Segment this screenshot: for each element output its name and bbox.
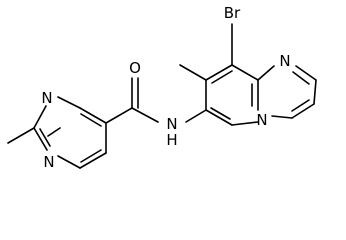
bond-nh-ring — [185, 109, 207, 123]
bond-pyr-methyl — [7, 127, 35, 144]
pyrimidine-nitrogen-upper-label: N — [41, 89, 52, 107]
bond-pyr-c1-n1 — [57, 96, 81, 109]
bond-pyr-c4-c5 — [79, 152, 107, 169]
bond-pyr-n3-c4 — [57, 155, 81, 169]
bond-pyr-c4-c5-double — [80, 149, 102, 163]
imidazole-ring — [257, 65, 317, 119]
bond-pyr-c6-c1-double — [80, 113, 102, 127]
bond-imid-c3-c3a — [291, 103, 315, 119]
bond-pyd-c7-c8-double — [211, 70, 233, 84]
bond-pyd-n4-c5 — [231, 121, 259, 126]
bond-imid-c3a-n4 — [271, 115, 293, 119]
bond-c7-methyl — [179, 64, 207, 81]
bond-pyr-c2-n3-double — [39, 128, 51, 147]
carbonyl-oxygen-label: O — [129, 59, 141, 77]
bond-pyr-c2-n3b — [33, 127, 48, 151]
bond-imid-n1-c2 — [295, 65, 317, 81]
bromine-label: Br — [224, 4, 241, 22]
imidazole-nitrogen-label: N — [279, 52, 290, 70]
pyrimidine-nitrogen-lower-label: N — [43, 153, 54, 171]
bond-imid-n1-c2-double — [292, 71, 310, 85]
bridgehead-nitrogen-label: N — [256, 111, 267, 129]
bond-imid-c2-c3 — [313, 79, 317, 105]
molecule-drawing: Br O N H N N N N — [7, 4, 317, 171]
structure-diagram: Br O N H N N N N — [7, 4, 317, 171]
amide-linker — [105, 77, 207, 124]
bond-pyd-c7-c8 — [205, 64, 233, 81]
pyridine-ring — [205, 64, 259, 126]
bond-imid-c8a-n1 — [257, 65, 275, 81]
bond-pyr-n1-c2 — [33, 105, 47, 129]
bond-pyr-c6-c1 — [79, 107, 107, 124]
pyridine-substituents — [179, 23, 233, 81]
bond-pyr-c2-n3 — [47, 127, 61, 137]
bond-pyd-c8-c8a — [231, 64, 259, 81]
bond-pyd-c5-c6-double — [210, 107, 231, 120]
pyrimidine-ring — [7, 96, 107, 169]
bond-carbonyl-nh — [131, 107, 159, 123]
atom-labels: Br O N H N N N N — [41, 4, 290, 171]
bond-imid-c3-c3a-double — [291, 99, 310, 112]
bond-ring-carbonyl — [105, 107, 133, 124]
amide-nitrogen-label: N — [166, 115, 177, 133]
bond-pyd-c5-c6 — [205, 109, 233, 126]
amide-hydrogen-label: H — [166, 131, 177, 149]
